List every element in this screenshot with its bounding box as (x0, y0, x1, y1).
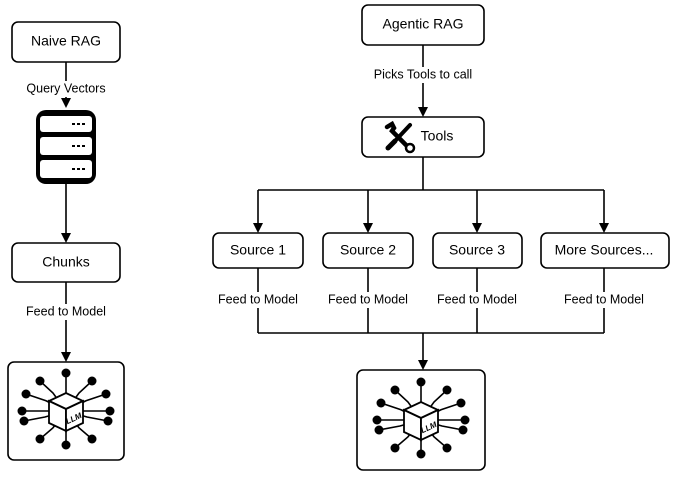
node-dot (442, 385, 452, 395)
node-dot (390, 443, 400, 453)
node-dot (442, 443, 452, 453)
edge-feed-to-model: Feed to Model (564, 292, 644, 306)
node-dot (103, 416, 113, 426)
node-dot (87, 434, 97, 444)
source-node-3: Source 3 Feed to Model (429, 190, 525, 333)
agentic-llm-node: LLM (356, 369, 486, 471)
tools-label: Tools (421, 128, 454, 144)
agentic-rag-node: Agentic RAG (361, 4, 485, 46)
node-dot (416, 377, 426, 387)
node-dot (374, 425, 384, 435)
edge-picks-tools: Picks Tools to call (374, 67, 472, 81)
agentic-rag-title: Agentic RAG (383, 16, 464, 32)
source-label: Source 2 (340, 242, 396, 258)
source-node-4: More Sources... Feed to Model (540, 190, 670, 333)
source-node-1: Source 1 Feed to Model (210, 190, 306, 333)
node-dot (35, 376, 45, 386)
node-dot (390, 385, 400, 395)
source-node-2: Source 2 Feed to Model (320, 190, 416, 333)
chunks-label: Chunks (42, 254, 89, 270)
edge-query-vectors: Query Vectors (26, 81, 105, 95)
node-dot (372, 415, 382, 425)
source-label: Source 1 (230, 242, 286, 258)
node-dot (416, 449, 426, 459)
node-dot (21, 389, 31, 399)
chunks-node: Chunks (11, 242, 121, 283)
node-dot (87, 376, 97, 386)
sources-row: Source 1 Feed to Model Source 2 Feed to Mod… (210, 190, 670, 333)
source-label: More Sources... (555, 242, 654, 258)
llm-chip-icon: LLM (17, 368, 115, 450)
node-dot (35, 434, 45, 444)
node-dot (456, 398, 466, 408)
naive-llm-node: LLM (7, 361, 125, 461)
node-dot (17, 406, 27, 416)
node-dot (460, 415, 470, 425)
edge-feed-to-model: Feed to Model (328, 292, 408, 306)
node-dot (19, 416, 29, 426)
node-dot (61, 440, 71, 450)
node-dot (105, 406, 115, 416)
node-dot (458, 425, 468, 435)
edge-feed-to-model: Feed to Model (437, 292, 517, 306)
edge-feed-to-model: Feed to Model (218, 292, 298, 306)
naive-rag-node: Naive RAG (11, 21, 121, 63)
tools-node: Tools (361, 116, 485, 158)
source-label: Source 3 (449, 242, 505, 258)
naive-rag-title: Naive RAG (31, 33, 101, 49)
edge-feed-to-model: Feed to Model (26, 304, 106, 318)
database-icon (36, 110, 96, 184)
node-dot (101, 389, 111, 399)
node-dot (376, 398, 386, 408)
llm-chip-icon: LLM (372, 377, 470, 459)
node-dot (61, 368, 71, 378)
wrench-screwdriver-icon (384, 120, 416, 154)
